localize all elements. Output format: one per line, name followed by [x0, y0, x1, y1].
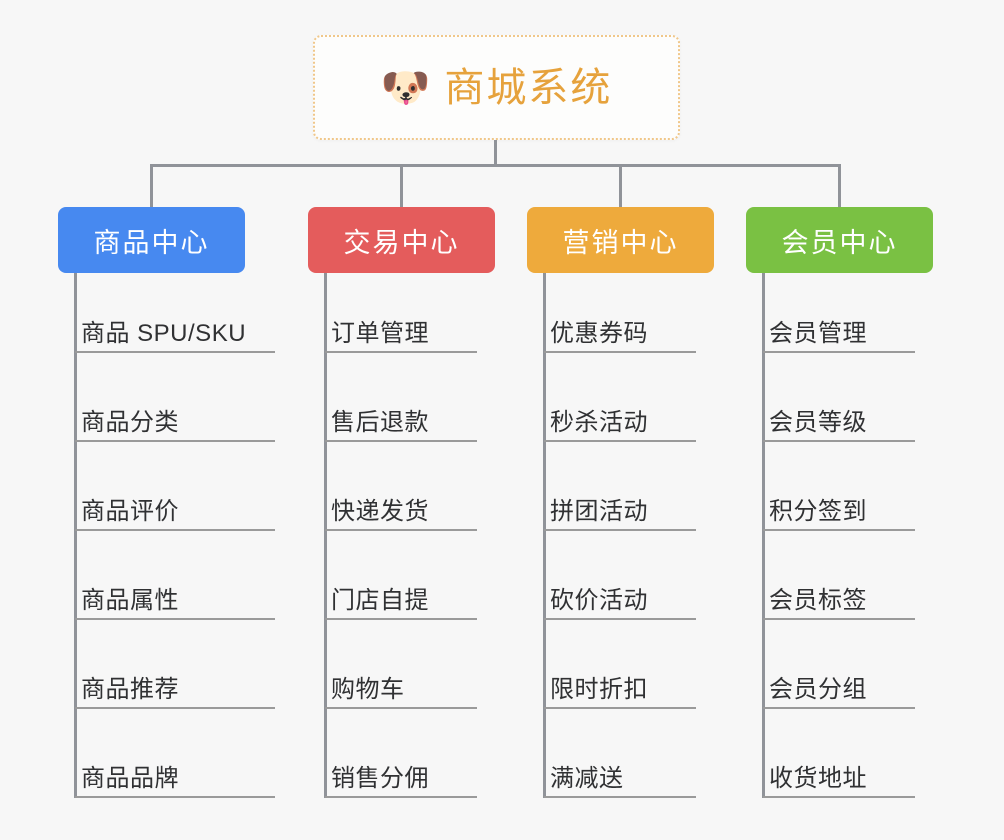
leaf-item-label: 商品分类 — [81, 409, 179, 436]
branch-spine-1 — [73, 273, 77, 798]
branch-drop-line-3 — [838, 164, 841, 207]
leaf-item[interactable]: 拼团活动 — [544, 485, 696, 531]
category-node-1[interactable]: 商品中心 — [58, 207, 245, 273]
leaf-item[interactable]: 商品 SPU/SKU — [75, 307, 275, 353]
bus-line — [151, 164, 838, 167]
leaf-item-label: 商品品牌 — [81, 765, 179, 792]
leaf-item[interactable]: 会员等级 — [763, 396, 915, 442]
leaf-item[interactable]: 快递发货 — [325, 485, 477, 531]
leaf-item[interactable]: 订单管理 — [325, 307, 477, 353]
category-label: 商品中心 — [93, 227, 210, 258]
branch-spine-2 — [323, 273, 327, 798]
leaf-item-label: 商品 SPU/SKU — [81, 320, 247, 347]
leaf-item-label: 优惠券码 — [550, 320, 648, 347]
leaf-item-label: 门店自提 — [331, 587, 429, 614]
leaf-item[interactable]: 收货地址 — [763, 752, 915, 798]
branch-spine-4 — [761, 273, 765, 798]
category-label: 营销中心 — [562, 227, 679, 258]
leaf-item-label: 限时折扣 — [550, 676, 648, 703]
leaf-item-label: 订单管理 — [331, 320, 429, 347]
category-label: 交易中心 — [343, 227, 460, 258]
leaf-item-label: 满减送 — [550, 765, 624, 792]
leaf-item[interactable]: 商品分类 — [75, 396, 275, 442]
leaf-item-label: 积分签到 — [769, 498, 867, 525]
category-node-3[interactable]: 营销中心 — [527, 207, 714, 273]
leaf-item[interactable]: 商品属性 — [75, 574, 275, 620]
leaf-item[interactable]: 售后退款 — [325, 396, 477, 442]
leaf-item[interactable]: 购物车 — [325, 663, 477, 709]
leaf-item-label: 售后退款 — [331, 409, 429, 436]
leaf-item[interactable]: 会员分组 — [763, 663, 915, 709]
leaf-item-label: 购物车 — [331, 676, 405, 703]
leaf-item[interactable]: 商品品牌 — [75, 752, 275, 798]
leaf-item-label: 会员管理 — [769, 320, 867, 347]
leaf-item[interactable]: 会员管理 — [763, 307, 915, 353]
branch-drop-line-1 — [400, 164, 403, 207]
shiba-dog-emoji-icon: 🐶 — [380, 65, 431, 110]
leaf-item[interactable]: 限时折扣 — [544, 663, 696, 709]
category-label: 会员中心 — [781, 227, 898, 258]
leaf-item-label: 商品属性 — [81, 587, 179, 614]
leaf-item-label: 会员分组 — [769, 676, 867, 703]
category-node-4[interactable]: 会员中心 — [746, 207, 933, 273]
root-title: 商城系统 — [444, 65, 613, 110]
leaf-item[interactable]: 优惠券码 — [544, 307, 696, 353]
leaf-item[interactable]: 商品评价 — [75, 485, 275, 531]
branch-drop-line-2 — [619, 164, 622, 207]
leaf-item-label: 销售分佣 — [331, 765, 429, 792]
leaf-item-label: 会员标签 — [769, 587, 867, 614]
branch-spine-3 — [542, 273, 546, 798]
leaf-item[interactable]: 门店自提 — [325, 574, 477, 620]
category-node-2[interactable]: 交易中心 — [308, 207, 495, 273]
leaf-item-label: 秒杀活动 — [550, 409, 648, 436]
root-node[interactable]: 🐶 商城系统 — [313, 35, 680, 140]
leaf-item[interactable]: 砍价活动 — [544, 574, 696, 620]
leaf-item-label: 商品评价 — [81, 498, 179, 525]
leaf-item[interactable]: 商品推荐 — [75, 663, 275, 709]
leaf-item[interactable]: 会员标签 — [763, 574, 915, 620]
leaf-item-label: 快递发货 — [331, 498, 429, 525]
leaf-item-label: 会员等级 — [769, 409, 867, 436]
trunk-line — [494, 140, 497, 167]
leaf-item-label: 收货地址 — [769, 765, 867, 792]
leaf-item[interactable]: 秒杀活动 — [544, 396, 696, 442]
leaf-item[interactable]: 积分签到 — [763, 485, 915, 531]
leaf-item-label: 商品推荐 — [81, 676, 179, 703]
leaf-item[interactable]: 销售分佣 — [325, 752, 477, 798]
leaf-item[interactable]: 满减送 — [544, 752, 696, 798]
leaf-item-label: 砍价活动 — [550, 587, 648, 614]
branch-drop-line-0 — [150, 164, 153, 207]
leaf-item-label: 拼团活动 — [550, 498, 648, 525]
